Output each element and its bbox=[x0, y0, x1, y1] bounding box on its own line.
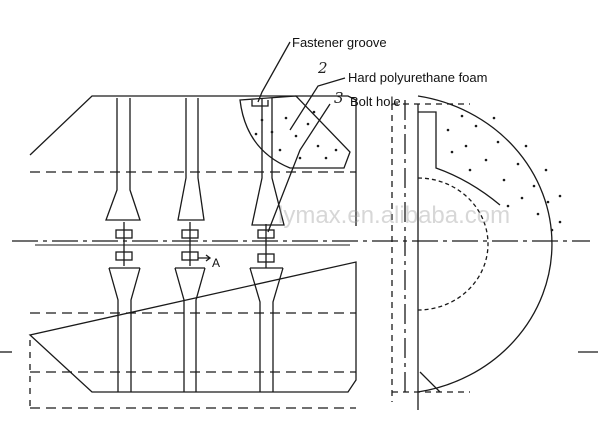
callout-number-2: 2 bbox=[318, 59, 328, 77]
label-hard-polyurethane-foam: Hard polyurethane foam bbox=[348, 70, 488, 85]
top-slot-1 bbox=[105, 98, 141, 221]
bottom-slot-1 bbox=[108, 267, 141, 392]
top-slot-2 bbox=[177, 98, 205, 221]
end-view-inner-arc bbox=[417, 177, 489, 311]
section-arrow bbox=[198, 254, 212, 262]
bottom-slot-2 bbox=[174, 267, 206, 392]
watermark: lymax.en.alibaba.com bbox=[278, 202, 511, 229]
end-view-outer-arc bbox=[417, 95, 553, 393]
leader-bolt-hole bbox=[267, 103, 331, 233]
fastener-groove-notch bbox=[251, 100, 269, 107]
foam-stipple bbox=[254, 110, 562, 232]
label-bolt-hole: Bolt hole bbox=[350, 94, 401, 109]
leader-foam bbox=[289, 77, 346, 131]
label-fastener-groove: Fastener groove bbox=[292, 35, 387, 50]
fender-body-outline bbox=[28, 95, 357, 393]
callout-number-3: 3 bbox=[334, 89, 344, 107]
bolt-assembly-2 bbox=[181, 222, 199, 266]
bolt-assembly-1 bbox=[115, 222, 133, 266]
bolt-assembly-3 bbox=[257, 224, 275, 268]
end-view-foam-wall bbox=[418, 111, 501, 393]
top-slot-3 bbox=[251, 98, 285, 226]
foam-insert bbox=[239, 95, 351, 169]
section-mark-a: A bbox=[212, 256, 221, 270]
leader-fastener-groove bbox=[257, 41, 291, 103]
bottom-slot-3 bbox=[249, 267, 284, 392]
